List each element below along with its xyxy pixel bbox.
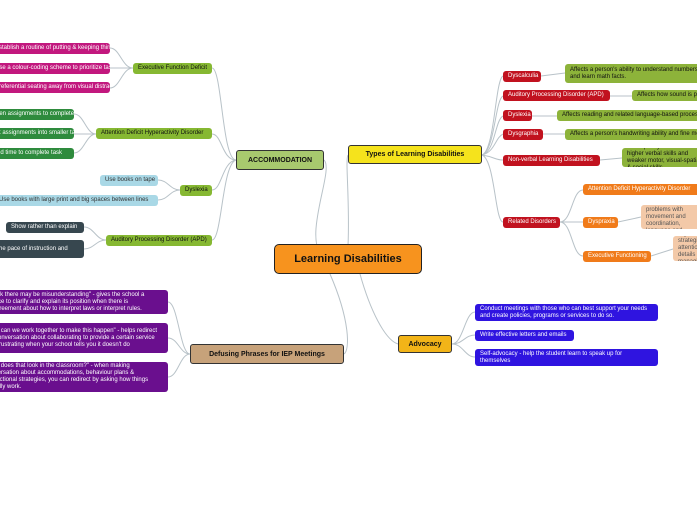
iep-branch[interactable]: Defusing Phrases for IEP Meetings <box>190 344 344 364</box>
apd-desc[interactable]: Affects how sound is processed <box>632 90 697 101</box>
accom-efd-node[interactable]: Executive Function Deficit <box>133 63 212 74</box>
advocacy-item-meetings[interactable]: Conduct meetings with those who can best… <box>475 304 658 321</box>
advocacy-item-letters[interactable]: Write effective letters and emails <box>475 330 574 341</box>
dyspraxia-desc[interactable]: Difficulty with muscle control, which ca… <box>641 205 697 229</box>
dyslexia-type-node[interactable]: Dyslexia <box>503 110 532 121</box>
accom-apd-node[interactable]: Auditory Processing Disorder (APD) <box>106 235 212 246</box>
dyscalculia-desc[interactable]: Affects a person's ability to understand… <box>565 64 697 83</box>
advocacy-item-self[interactable]: Self-advocacy - help the student learn t… <box>475 349 658 366</box>
dyslexia-desc[interactable]: Affects reading and related language-bas… <box>557 110 697 121</box>
dysgraphia-desc[interactable]: Affects a person's handwriting ability a… <box>565 129 697 140</box>
accom-adhd-node[interactable]: Attention Deficit Hyperactivity Disorder <box>96 128 212 139</box>
iep-phrase-classroom[interactable]: "How does that look in the classroom?" -… <box>0 362 168 392</box>
accom-adhd-item-shorten[interactable]: Shorten assignments to complete <box>0 109 74 120</box>
accom-dyslexia-item-print[interactable]: Use books with large print and big space… <box>0 195 158 206</box>
accom-apd-item-show[interactable]: Show rather than explain <box>6 222 84 233</box>
accom-adhd-item-break[interactable]: Break assignments into smaller tasks <box>0 128 74 139</box>
accom-dyslexia-item-tape[interactable]: Use books on tape <box>100 175 158 186</box>
accom-apd-item-pace[interactable]: Reduce the pace of instruction and <box>0 240 84 258</box>
iep-phrase-work-together[interactable]: "How can we work together to make this h… <box>0 323 168 353</box>
nvld-desc[interactable]: Discrepancy between higher verbal skills… <box>622 148 697 167</box>
root-node[interactable]: Learning Disabilities <box>274 244 422 274</box>
types-branch[interactable]: Types of Learning Disabilities <box>348 145 482 164</box>
apd-node[interactable]: Auditory Processing Disorder (APD) <box>503 90 610 101</box>
dysgraphia-node[interactable]: Dysgraphia <box>503 129 543 140</box>
advocacy-branch[interactable]: Advocacy <box>398 335 452 353</box>
accom-efd-item-routine[interactable]: Establish a routine of putting & keeping… <box>0 43 110 54</box>
related-disorders-node[interactable]: Related Disorders <box>503 217 560 228</box>
dyscalculia-node[interactable]: Dyscalculia <box>503 71 541 82</box>
accommodation-branch[interactable]: ACCOMMODATION <box>236 150 324 170</box>
iep-phrase-misunderstanding[interactable]: "I think there may be misunderstanding" … <box>0 290 168 314</box>
executive-functioning-node[interactable]: Executive Functioning <box>583 251 651 262</box>
accom-efd-item-seating[interactable]: Preferential seating away from visual di… <box>0 82 110 93</box>
dyspraxia-node[interactable]: Dyspraxia <box>583 217 618 228</box>
accom-efd-item-colour[interactable]: Use a colour-coding scheme to prioritize… <box>0 63 110 74</box>
accom-dyslexia-node[interactable]: Dyslexia <box>180 185 212 196</box>
accom-adhd-item-extend[interactable]: Extend time to complete task <box>0 148 74 159</box>
nvld-node[interactable]: Non-verbal Learning Disabilities <box>503 155 600 166</box>
related-adhd-node[interactable]: Attention Deficit Hyperactivity Disorder <box>583 184 697 195</box>
executive-functioning-desc[interactable]: Inefficient planning, organization, stra… <box>673 236 697 261</box>
